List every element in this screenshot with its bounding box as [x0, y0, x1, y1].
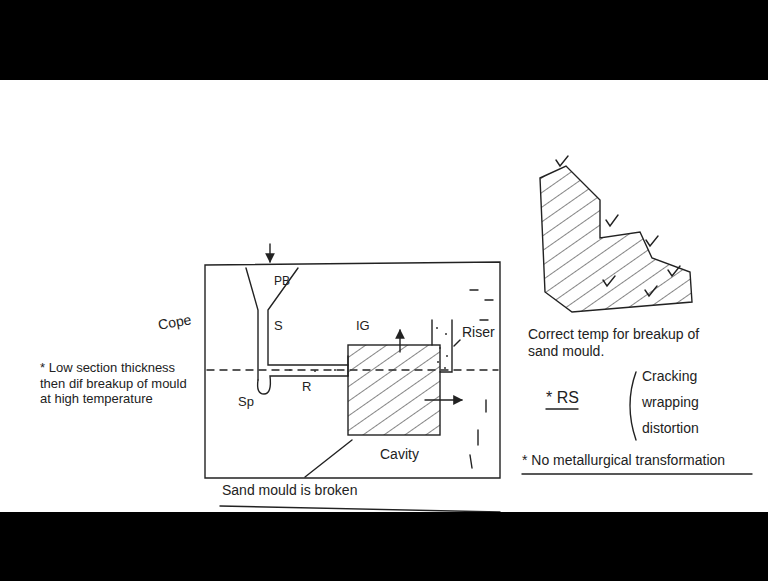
mould-base-line — [220, 506, 500, 512]
part-label: S — [274, 318, 283, 334]
sprue-well-runner — [258, 376, 348, 394]
part-label: Cope — [157, 311, 193, 333]
bracket — [630, 372, 636, 440]
note-text: Correct temp for breakup of sand mould. — [528, 326, 704, 360]
part-label: IG — [356, 318, 370, 334]
underline — [522, 409, 752, 474]
leader-line — [454, 340, 460, 346]
mould-cavity — [348, 345, 440, 435]
part-label: Sp — [238, 394, 254, 410]
mould-box — [205, 262, 500, 478]
part-label: R — [302, 379, 311, 395]
casting-part — [540, 166, 692, 312]
note-text: Sand mould is broken — [222, 482, 357, 499]
note-text: * Low section thickness then dif breakup… — [40, 360, 198, 407]
note-text: * RS — [546, 388, 579, 407]
escape-arrow — [425, 399, 462, 400]
white-board — [0, 80, 768, 512]
escape-arrow — [399, 330, 400, 352]
note-text: wrapping — [642, 394, 699, 411]
sprue-left — [246, 268, 258, 380]
part-label: PB — [274, 274, 290, 288]
part-label: Cavity — [380, 446, 419, 463]
part-label: Riser — [462, 324, 495, 341]
note-text: * No metallurgical transformation — [522, 452, 725, 469]
pour-arrow — [269, 244, 270, 262]
note-text: distortion — [642, 420, 699, 437]
leader-line — [305, 440, 352, 477]
sand-marks — [470, 290, 493, 468]
note-text: Cracking — [642, 368, 697, 385]
tick-marks — [556, 156, 680, 296]
sprue-right — [268, 268, 348, 365]
riser — [432, 320, 452, 372]
